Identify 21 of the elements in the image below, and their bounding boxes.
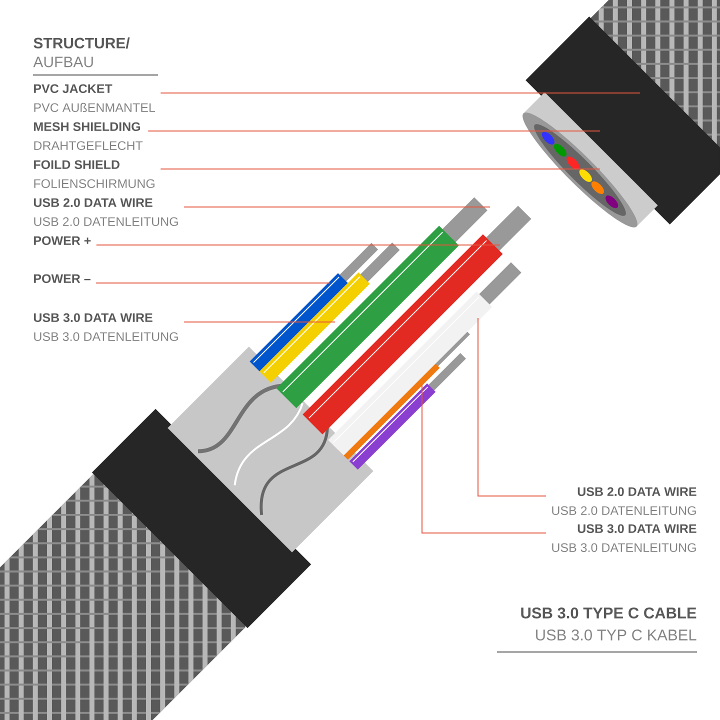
leader-line (160, 92, 640, 94)
part-label: POWER + (34, 236, 91, 246)
part-label: USB 2.0 DATA WIRE USB 2.0 DATENLEITUNG (552, 487, 696, 516)
leader-line (148, 130, 600, 132)
part-label: POWER – (34, 274, 90, 284)
part-label: MESH SHIELDING DRAHTGEFLECHT (34, 122, 143, 150)
leader-line (184, 206, 490, 208)
part-label: PVC JACKET PVC AUßENMANTEL (34, 84, 156, 112)
part-label: USB 3.0 DATA WIRE USB 3.0 DATENLEITUNG (552, 524, 696, 552)
heading-text: AUFBAU (33, 56, 93, 68)
part-label: USB 3.0 DATA WIRE USB 3.0 DATENLEITUNG (34, 313, 178, 342)
leader-line (160, 168, 600, 170)
leader-line (422, 384, 546, 534)
part-label: USB 2.0 DATA WIRE USB 2.0 DATENLEITUNG (34, 198, 178, 226)
cable-name-text: USB 3.0 TYP C KABEL (536, 630, 696, 640)
part-label: FOILD SHIELD FOLIENSCHIRMUNG (34, 160, 154, 188)
leader-line (96, 282, 330, 284)
cable-name-text: USB 3.0 TYPE C CABLE (521, 608, 696, 618)
leader-line (96, 244, 500, 246)
heading-text: STRUCTURE/ (34, 37, 130, 49)
leader-line (478, 318, 546, 496)
